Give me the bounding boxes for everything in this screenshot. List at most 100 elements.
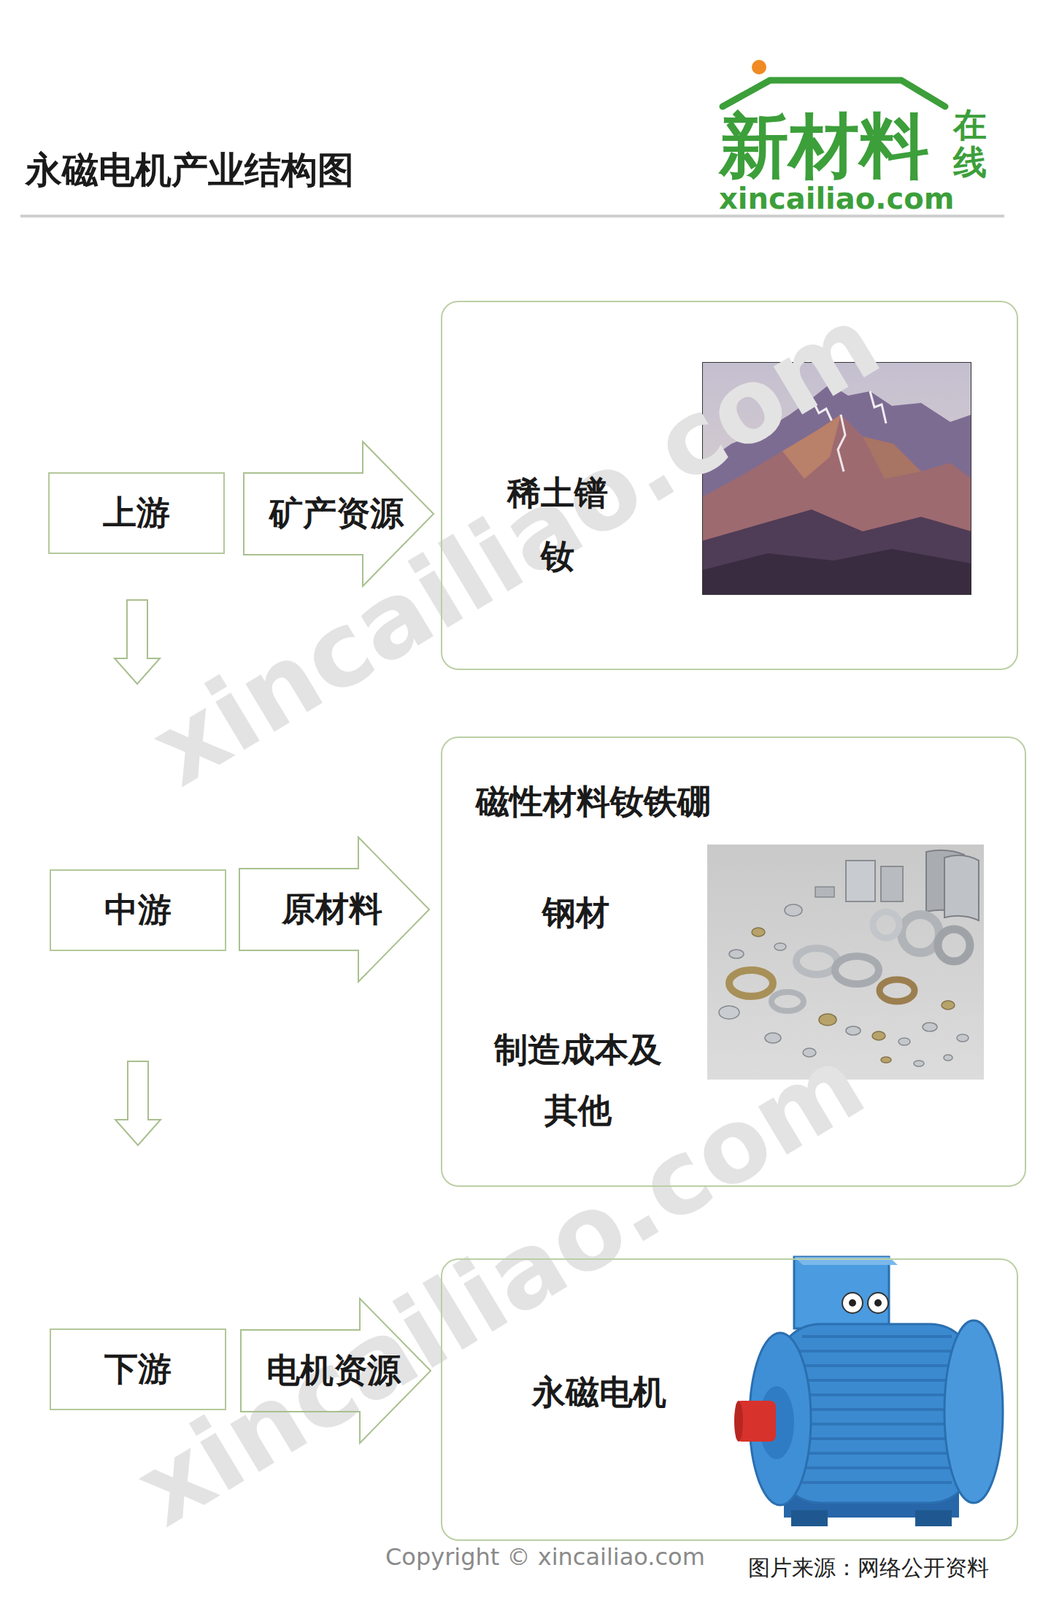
- art-circle: [842, 1292, 863, 1314]
- header-rule: [20, 214, 1005, 218]
- text-slot: 矿产资源: [269, 493, 404, 534]
- art-line: [798, 1393, 955, 1397]
- art-ellipse: [922, 1022, 938, 1032]
- art-rect: [794, 1256, 889, 1329]
- art-ellipse: [941, 1000, 955, 1010]
- text-slot: 钢材: [535, 891, 617, 935]
- art-ellipse: [764, 1032, 781, 1043]
- art-ellipse: [834, 956, 879, 984]
- art-circle: [751, 59, 767, 75]
- art-rect: [791, 1510, 828, 1527]
- arrow-outline-path: [239, 837, 430, 982]
- art-ellipse: [796, 948, 838, 975]
- stage-box: 中游: [49, 869, 227, 952]
- art-ellipse: [956, 1034, 969, 1042]
- text-slot: 新材料: [718, 108, 930, 186]
- art-ellipse: [734, 1400, 743, 1442]
- arrow-shape: 矿产资源: [243, 440, 435, 587]
- node-text: 中游: [104, 889, 172, 930]
- art-ellipse: [880, 1056, 892, 1063]
- art-polygon: [702, 509, 972, 595]
- node-text: 制造成本及 其他: [487, 1019, 669, 1141]
- text-slot: 永磁电机: [515, 1370, 684, 1415]
- text-slot: 永磁电机产业结构图: [25, 148, 354, 192]
- art-rect: [915, 1510, 952, 1527]
- content-panel: 磁性材料钕铁硼钢材制造成本及 其他: [440, 736, 1027, 1187]
- node-text: 电机资源: [266, 1350, 401, 1391]
- art-line: [798, 1378, 955, 1382]
- art-ellipse: [818, 1013, 837, 1026]
- art-ellipse: [751, 927, 765, 937]
- text-slot: xincailiao.com: [718, 182, 954, 215]
- art-polyline: [837, 414, 846, 472]
- text-slot: 磁性材料钕铁硼: [475, 780, 745, 825]
- logo-wordmark: 新材料: [718, 108, 930, 186]
- art-line: [799, 1466, 954, 1470]
- art-ellipse: [872, 1031, 886, 1041]
- art-ellipse: [845, 1026, 861, 1035]
- flow-arrow: [114, 599, 160, 684]
- art-line: [798, 1422, 955, 1426]
- node-text: 永磁电机: [515, 1370, 684, 1415]
- copyright-note: Copyright © xincailiao.com: [385, 1544, 706, 1570]
- art-polyline: [722, 80, 946, 107]
- text-slot: 上游: [49, 492, 224, 533]
- art-circle: [901, 914, 940, 953]
- content-panel: 稀土镨 钕: [440, 300, 1019, 671]
- art-ellipse: [898, 1037, 911, 1046]
- art-path: [944, 855, 979, 921]
- art-polygon: [862, 436, 922, 479]
- arrow-outline-path: [243, 441, 434, 587]
- text-slot: Copyright © xincailiao.com: [385, 1544, 706, 1570]
- content-panel: 永磁电机: [440, 1258, 1019, 1541]
- art-ellipse: [944, 1320, 1003, 1503]
- logo-url: xincailiao.com: [718, 182, 954, 215]
- art-ellipse: [913, 1060, 925, 1067]
- text-slot: 图片来源：网络公开资料: [748, 1555, 989, 1580]
- text-slot: 中游: [51, 889, 225, 930]
- watermark: xincailiao.com: [133, 285, 897, 806]
- stage-box: 下游: [49, 1328, 227, 1411]
- text-slot: xincailiao.com: [118, 1025, 882, 1546]
- watermark: xincailiao.com: [118, 1025, 882, 1546]
- arrow-outline-path: [240, 1298, 431, 1443]
- flow-arrow: [115, 1061, 161, 1146]
- art-rect: [707, 844, 984, 1080]
- node-text: 矿产资源: [269, 493, 404, 534]
- text-slot: 稀土镨 钕: [500, 461, 615, 589]
- art-rect: [845, 860, 876, 902]
- node-text: 磁性材料钕铁硼: [475, 780, 745, 825]
- art-ellipse: [784, 904, 803, 916]
- text-slot: 制造成本及 其他: [487, 1019, 669, 1141]
- arrow-shape: 电机资源: [240, 1297, 432, 1444]
- node-text: 钢材: [535, 891, 617, 935]
- art-line: [798, 1364, 955, 1368]
- text-slot: 下游: [51, 1348, 225, 1389]
- text-slot: 原材料: [281, 888, 383, 930]
- art-line: [798, 1437, 955, 1441]
- art-ellipse: [718, 1005, 740, 1019]
- node-text: 原材料: [281, 888, 383, 930]
- art-rect: [880, 866, 903, 902]
- page-title: 永磁电机产业结构图: [25, 148, 354, 192]
- art-line: [802, 1334, 952, 1338]
- art-line: [798, 1407, 955, 1411]
- art-circle: [872, 911, 900, 938]
- art-ellipse: [879, 979, 915, 1002]
- arrow-shape: 原材料: [238, 836, 430, 983]
- node-text: 上游: [102, 492, 171, 533]
- text-slot: xincailiao.com: [133, 285, 897, 806]
- logo-tag: 在线: [953, 106, 987, 181]
- stage-box: 上游: [48, 472, 225, 554]
- art-ellipse: [771, 991, 804, 1011]
- art-circle: [937, 929, 970, 962]
- art-line: [802, 1480, 952, 1484]
- art-polygon: [702, 548, 972, 595]
- art-ellipse: [774, 942, 787, 951]
- magnet-photo: [707, 844, 984, 1080]
- art-ellipse: [943, 1054, 953, 1061]
- text-slot: 电机资源: [266, 1350, 401, 1391]
